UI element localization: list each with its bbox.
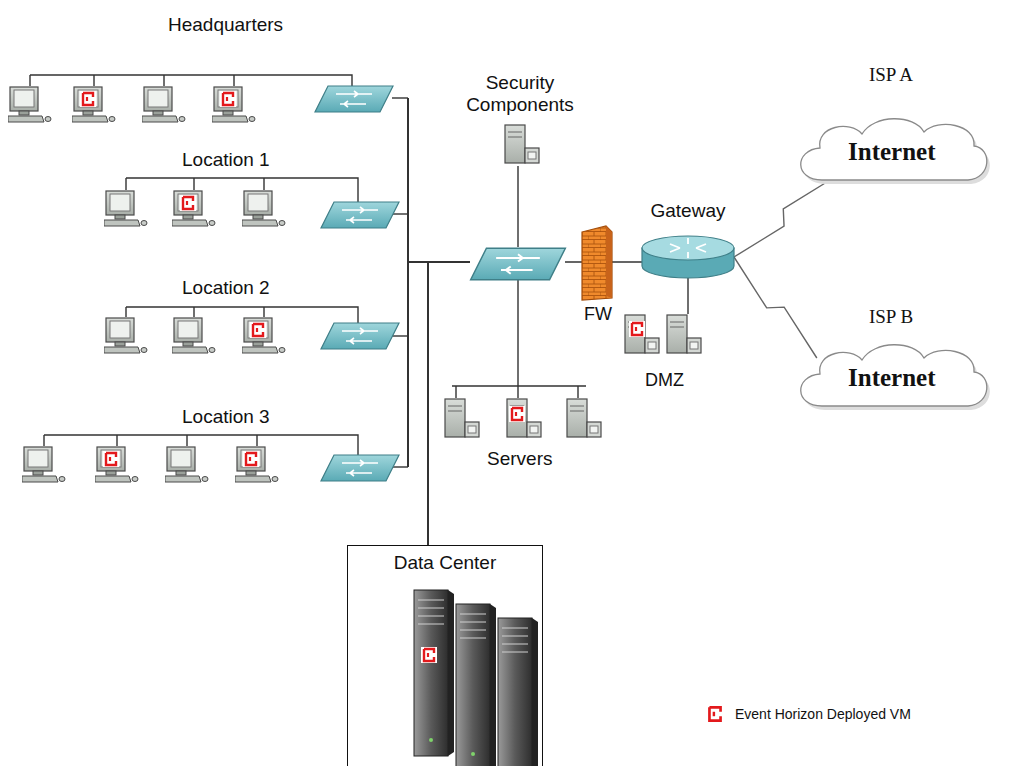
legend-text: Event Horizon Deployed VM	[735, 706, 911, 722]
isp-heading: ISP B	[786, 306, 996, 328]
vm-marker	[421, 647, 437, 663]
legend-vm-icon	[705, 704, 725, 724]
icon-label: Location 3	[182, 406, 270, 428]
rack-slot	[502, 636, 528, 637]
icon-label: Location 1	[182, 149, 270, 171]
wiring	[30, 75, 688, 545]
router-arrows	[670, 238, 706, 258]
isp-heading: ISP A	[786, 64, 996, 86]
rack-slot	[418, 616, 444, 617]
vm-markers	[80, 91, 645, 467]
rack-side	[490, 604, 496, 766]
rack-slot	[460, 630, 486, 631]
icon-label: Servers	[487, 448, 552, 470]
gateway-router: Gateway	[636, 200, 740, 282]
rack-slot	[418, 624, 444, 625]
rack-slot	[502, 628, 528, 629]
rack-slot	[502, 652, 528, 653]
rack-server	[414, 590, 454, 756]
firewall-icon	[582, 226, 612, 300]
icon-label: Headquarters	[168, 14, 283, 36]
rack-slot	[460, 614, 486, 615]
vm-mark	[713, 712, 715, 716]
data-center-box: Data Center	[347, 545, 543, 766]
server-icons	[445, 125, 701, 437]
rack-server	[498, 618, 538, 766]
rack-front	[414, 590, 448, 756]
wan-link	[734, 257, 817, 358]
rack-side	[448, 590, 454, 756]
cloud-text: Internet	[848, 364, 935, 392]
rack-side	[532, 618, 538, 766]
icon-label: Security Components	[465, 72, 575, 116]
router-top	[642, 236, 734, 260]
rack-front	[498, 618, 532, 766]
rack-slot	[418, 600, 444, 601]
wan-link	[734, 178, 833, 257]
internet-cloud: ISP B Internet	[786, 306, 996, 416]
rack-slot	[418, 608, 444, 609]
rack-front	[456, 604, 490, 766]
icon-label: DMZ	[645, 370, 684, 391]
cloud-outline	[801, 345, 987, 406]
router-shape	[640, 234, 736, 280]
node-title: Data Center	[348, 552, 542, 574]
switch-icons	[315, 86, 565, 481]
rack-led	[429, 738, 433, 742]
icon-label: FW	[584, 304, 612, 325]
pc-icons	[8, 87, 285, 482]
rack-led	[471, 752, 475, 756]
rack-servers	[348, 582, 544, 766]
rack-slot	[460, 622, 486, 623]
cloud-text: Internet	[848, 138, 935, 166]
icon-label: Location 2	[182, 277, 270, 299]
vm-mark	[709, 707, 720, 720]
node-heading: Gateway	[636, 200, 740, 222]
internet-cloud: ISP A Internet	[786, 64, 996, 190]
rack-slot	[460, 638, 486, 639]
cloud-outline	[801, 119, 987, 180]
rack-server	[456, 604, 496, 766]
rack-slot	[502, 644, 528, 645]
